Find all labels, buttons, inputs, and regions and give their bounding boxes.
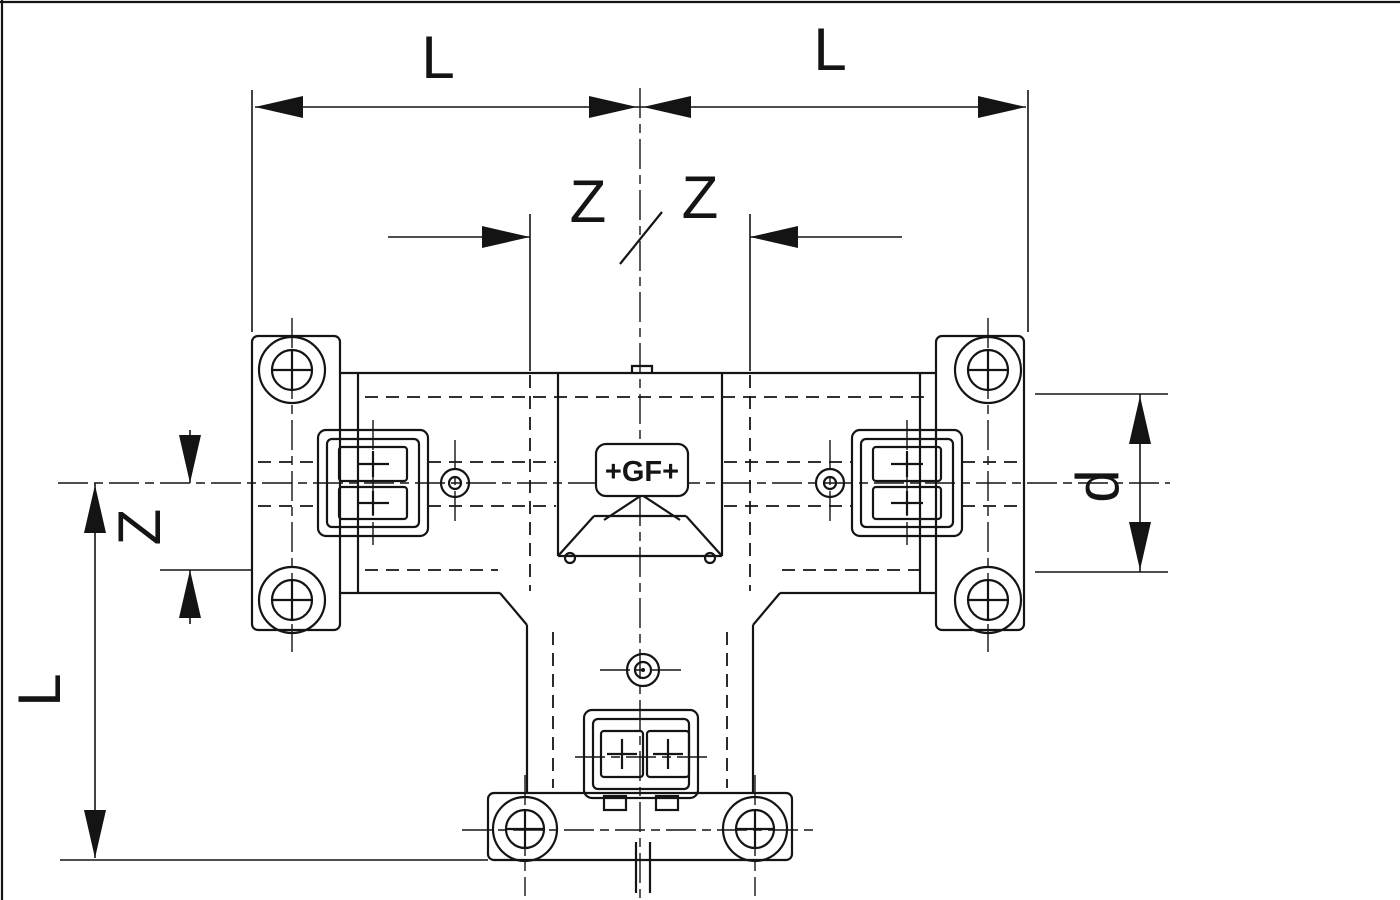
terminal-left — [316, 428, 430, 538]
bolt-branch-right — [721, 795, 789, 863]
dimension-top: L L — [251, 16, 1029, 332]
bolt-bottom-left — [257, 565, 327, 635]
dim-label-z-right: Z — [682, 164, 719, 231]
bottom-clamp-plate — [486, 791, 794, 862]
dim-label-d: d — [1064, 469, 1131, 502]
dimension-z-vertical: Z — [106, 430, 252, 624]
left-clamp-plate — [250, 334, 342, 632]
brand-label: +GF+ — [605, 456, 679, 488]
z-separator-slash — [619, 211, 663, 265]
witness-circle-left — [439, 467, 471, 499]
dimension-d: d — [1035, 393, 1168, 573]
dimension-z-horizontal: Z Z — [388, 164, 902, 371]
fitting-body — [250, 334, 1026, 893]
centerlines — [58, 88, 1170, 898]
bolt-branch-left — [491, 795, 559, 863]
hidden-lines — [258, 375, 1022, 788]
dim-label-l-side: L — [6, 673, 73, 706]
witness-circle-right — [814, 467, 846, 499]
terminal-branch — [582, 708, 700, 812]
bolt-top-left — [257, 335, 327, 405]
right-clamp-plate — [934, 334, 1026, 632]
dim-label-top-left-L: L — [421, 24, 454, 91]
bolt-top-right — [953, 335, 1023, 405]
witness-circle-branch — [625, 652, 661, 688]
terminal-right — [850, 428, 964, 538]
bolt-bottom-right — [953, 565, 1023, 635]
dim-label-z-side: Z — [106, 509, 173, 546]
top-tab — [630, 364, 654, 373]
dim-label-z-left: Z — [570, 168, 607, 235]
brand-plate: +GF+ — [594, 442, 690, 521]
dim-label-top-right-L: L — [813, 16, 846, 83]
dimension-l-vertical: L — [6, 483, 488, 861]
